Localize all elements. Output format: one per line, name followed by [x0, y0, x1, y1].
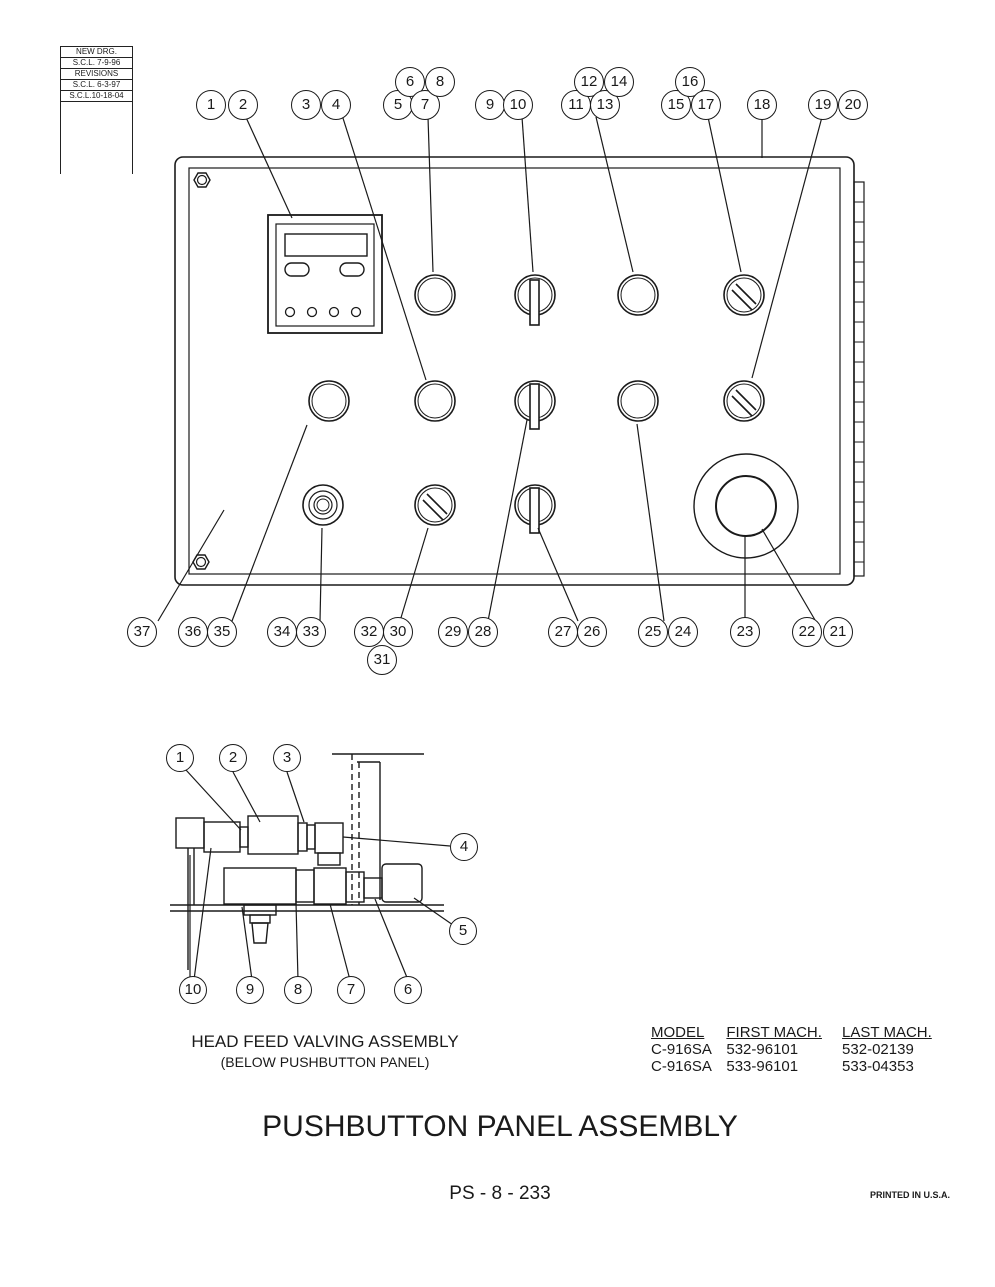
callout-bottom-35: 35 [207, 617, 237, 647]
valving-leader-lines [185, 769, 454, 981]
pushbutton-icon [617, 274, 659, 316]
revision-row: REVISIONS [61, 69, 132, 80]
table-cell: 533-96101 [726, 1058, 799, 1075]
valving-assembly [170, 753, 444, 970]
callout-bottom-36: 36 [178, 617, 208, 647]
panel-enclosure [174, 156, 865, 586]
callout-valving-9: 9 [236, 976, 264, 1004]
callout-top-14: 14 [604, 67, 634, 97]
selector-switch-icon [514, 274, 556, 326]
revision-row: S.C.L. 6-3-97 [61, 80, 132, 91]
valving-title: HEAD FEED VALVING ASSEMBLY [191, 1032, 459, 1051]
callout-bottom-32: 32 [354, 617, 384, 647]
callout-bottom-27: 27 [548, 617, 578, 647]
callout-top-9: 9 [475, 90, 505, 120]
revision-row: NEW DRG. [61, 47, 132, 58]
callout-bottom-22: 22 [792, 617, 822, 647]
key-switch-icon [414, 484, 456, 526]
callout-valving-4: 4 [450, 833, 478, 861]
table-row: C-916SA 532-96101 532-02139 [651, 1041, 951, 1058]
callout-valving-10: 10 [179, 976, 207, 1004]
revision-row: S.C.L.10-18-04 [61, 91, 132, 102]
callout-bottom-31: 31 [367, 645, 397, 675]
column-header: MODEL [651, 1024, 705, 1041]
callout-top-20: 20 [838, 90, 868, 120]
callout-top-10: 10 [503, 90, 533, 120]
callout-bottom-25: 25 [638, 617, 668, 647]
callout-bottom-34: 34 [267, 617, 297, 647]
callout-bottom-21: 21 [823, 617, 853, 647]
callout-top-3: 3 [291, 90, 321, 120]
callout-bottom-33: 33 [296, 617, 326, 647]
valving-caption: HEAD FEED VALVING ASSEMBLY (BELOW PUSHBU… [150, 1032, 500, 1070]
table-cell: C-916SA [651, 1058, 712, 1075]
callout-valving-8: 8 [284, 976, 312, 1004]
callout-bottom-29: 29 [438, 617, 468, 647]
column-header: LAST MACH. [842, 1024, 932, 1041]
page-number: PS - 8 - 233 [449, 1183, 551, 1204]
pushbutton-icon [414, 380, 456, 422]
digital-controller [267, 214, 383, 334]
callout-top-2: 2 [228, 90, 258, 120]
emergency-stop-icon [693, 453, 799, 559]
pushbutton-icon [617, 380, 659, 422]
hex-screw-icon [193, 172, 211, 188]
table-row: C-916SA 533-96101 533-04353 [651, 1058, 951, 1075]
callout-valving-1: 1 [166, 744, 194, 772]
pilot-light-icon [302, 484, 344, 526]
model-table: MODEL FIRST MACH. LAST MACH. C-916SA 532… [651, 1024, 951, 1075]
pushbutton-icon [308, 380, 350, 422]
main-title: PUSHBUTTON PANEL ASSEMBLY [262, 1110, 738, 1143]
key-switch-icon [723, 274, 765, 316]
callout-valving-5: 5 [449, 917, 477, 945]
callout-top-18: 18 [747, 90, 777, 120]
callout-top-4: 4 [321, 90, 351, 120]
selector-switch-icon [514, 380, 556, 430]
callout-top-1: 1 [196, 90, 226, 120]
callout-valving-3: 3 [273, 744, 301, 772]
valving-subtitle: (BELOW PUSHBUTTON PANEL) [220, 1054, 430, 1070]
callout-bottom-24: 24 [668, 617, 698, 647]
printed-notice: PRINTED IN U.S.A. [869, 1190, 950, 1200]
model-table-header: MODEL FIRST MACH. LAST MACH. [651, 1024, 951, 1041]
callout-valving-6: 6 [394, 976, 422, 1004]
table-cell: 533-04353 [842, 1058, 914, 1075]
callout-bottom-23: 23 [730, 617, 760, 647]
table-cell: 532-96101 [726, 1041, 799, 1058]
callout-bottom-26: 26 [577, 617, 607, 647]
revision-block: NEW DRG. S.C.L. 7-9-96 REVISIONS S.C.L. … [60, 46, 133, 174]
callout-top-17: 17 [691, 90, 721, 120]
callout-valving-7: 7 [337, 976, 365, 1004]
pushbutton-icon [414, 274, 456, 316]
callout-top-19: 19 [808, 90, 838, 120]
table-cell: 532-02139 [842, 1041, 914, 1058]
key-switch-icon [723, 380, 765, 422]
callout-bottom-37: 37 [127, 617, 157, 647]
callout-top-16: 16 [675, 67, 705, 97]
revision-row: S.C.L. 7-9-96 [61, 58, 132, 69]
table-cell: C-916SA [651, 1041, 712, 1058]
leader-lines [157, 112, 823, 622]
callout-bottom-30: 30 [383, 617, 413, 647]
column-header: FIRST MACH. [726, 1024, 822, 1041]
callout-bottom-28: 28 [468, 617, 498, 647]
callout-valving-2: 2 [219, 744, 247, 772]
selector-switch-icon [514, 484, 556, 534]
callout-top-8: 8 [425, 67, 455, 97]
